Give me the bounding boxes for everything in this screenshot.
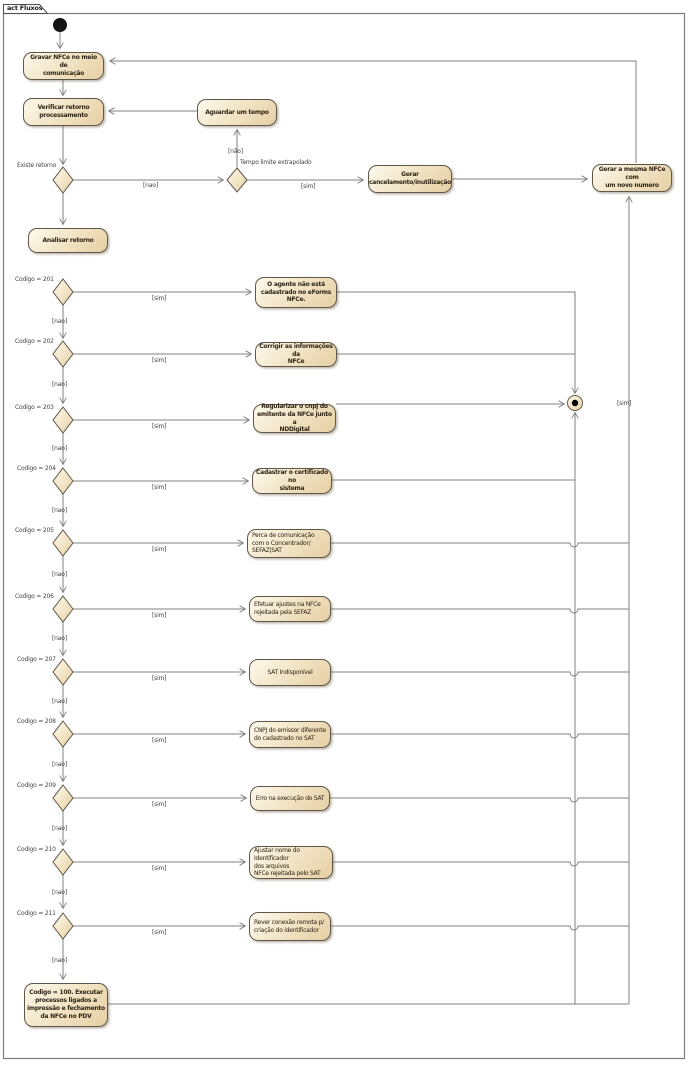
guard-label-nao-201: [nao] — [52, 318, 67, 325]
guard-label-code-210: Codigo = 210 — [17, 846, 56, 853]
guard-label-sim-203: [sim] — [152, 423, 167, 430]
guard-label-code-206: Codigo = 206 — [15, 593, 54, 600]
connector-group — [56, 32, 637, 1005]
connector-211-spine — [331, 925, 629, 931]
action-gerar-mesma-nfce[interactable]: Gerar a mesma NFCe com um novo numero — [592, 164, 672, 192]
connector-208-spine — [331, 733, 629, 739]
guard-label-code-205: Codigo = 205 — [15, 527, 54, 534]
decision-codigo-203[interactable] — [52, 406, 74, 434]
action-codigo-206[interactable]: Efetuar ajustes na NFCe rejeitada pela S… — [249, 596, 331, 622]
action-aguardar-tempo[interactable]: Aguardar um tempo — [197, 99, 277, 126]
guard-label-sim-209: [sim] — [152, 801, 167, 808]
action-gerar-cancelamento[interactable]: Gerar cancelamento/inutilização — [368, 165, 452, 193]
connector-206-spine — [331, 608, 629, 614]
diagram-frame-tab-label: act Fluxos — [7, 4, 43, 12]
guard-label-nao-204: [nao] — [52, 507, 67, 514]
action-codigo-211[interactable]: Rever conexão remota p/ criação do ident… — [249, 912, 331, 941]
connector-207-spine — [331, 671, 629, 677]
guard-label-sim-202: [sim] — [152, 357, 167, 364]
guard-label-existe-retorno: Existe retorno — [17, 162, 57, 169]
connector-209-spine — [330, 797, 629, 803]
guard-label-sim-205: [sim] — [152, 546, 167, 553]
guard-label-sim-207: [sim] — [152, 675, 167, 682]
action-codigo-204[interactable]: Cadastrar o certificado no sistema — [252, 468, 332, 494]
action-codigo-209[interactable]: Erro na execução do SAT — [250, 786, 330, 811]
guard-label-nao-206: [nao] — [52, 635, 67, 642]
guard-label-code-208: Codigo = 208 — [17, 718, 56, 725]
guard-label-nao-existe: [nao] — [143, 182, 158, 189]
guard-label-nao-203: [nao] — [52, 445, 67, 452]
decision-codigo-202[interactable] — [52, 340, 74, 368]
initial-node[interactable] — [53, 18, 67, 32]
decision-existe-retorno[interactable] — [52, 166, 74, 194]
decision-codigo-204[interactable] — [52, 467, 74, 495]
guard-label-nao-207: [nao] — [52, 698, 67, 705]
connector-205-spine — [331, 542, 629, 548]
guard-label-code-207: Codigo = 207 — [17, 656, 56, 663]
action-verificar-retorno[interactable]: Verificar retorno processamento — [23, 98, 104, 126]
action-codigo-205[interactable]: Perca de comunicação com o Concentrador/… — [247, 529, 331, 558]
action-codigo-210[interactable]: Ajustar nome do Identificador dos arquiv… — [249, 846, 333, 879]
guard-label-code-202: Codigo = 202 — [15, 338, 54, 345]
guard-label-code-209: Codigo = 209 — [17, 782, 56, 789]
action-codigo-202[interactable]: Corrigir as informações da NFCe — [255, 342, 337, 367]
guard-label-nao-205: [nao] — [52, 571, 67, 578]
guard-label-sim-204: [sim] — [152, 484, 167, 491]
guard-label-nao-211: [nao] — [52, 957, 67, 964]
connector-mesma-gravar-loop — [108, 57, 637, 163]
action-codigo-100[interactable]: Codigo = 100. Executar processos ligados… — [24, 983, 108, 1027]
guard-label-nao-202: [nao] — [52, 381, 67, 388]
action-codigo-203[interactable]: Regularizar o cnpj do emitente da NFCe j… — [253, 403, 336, 433]
decision-codigo-208[interactable] — [52, 720, 74, 748]
guard-label-nao-209: [nao] — [52, 825, 67, 832]
guard-label-sim-206: [sim] — [152, 612, 167, 619]
diagram-frame — [2, 12, 686, 1060]
guard-label-nao-tempo: [não] — [228, 148, 243, 155]
guard-label-code-203: Codigo = 203 — [15, 404, 54, 411]
activity-final-node[interactable] — [567, 395, 583, 411]
guard-label-code-211: Codigo = 211 — [17, 910, 56, 917]
guard-label-sim-210: [sim] — [152, 865, 167, 872]
decision-codigo-210[interactable] — [52, 848, 74, 876]
guard-label-sim-spine: [sim] — [617, 400, 632, 407]
decision-tempo-limite[interactable] — [226, 167, 248, 193]
guard-label-sim-201: [sim] — [152, 295, 167, 302]
action-codigo-207[interactable]: SAT Indisponível — [249, 659, 331, 686]
action-codigo-201[interactable]: O agente não está cadastrado no eForms N… — [255, 277, 337, 308]
decision-codigo-205[interactable] — [52, 529, 74, 557]
guard-label-sim-tempo: [sim] — [301, 183, 316, 190]
guard-label-code-201: Codigo = 201 — [15, 276, 54, 283]
guard-label-sim-208: [sim] — [152, 737, 167, 744]
guard-label-nao-210: [nao] — [52, 889, 67, 896]
guard-label-code-204: Codigo = 204 — [17, 465, 56, 472]
decision-codigo-206[interactable] — [52, 595, 74, 623]
decision-codigo-201[interactable] — [52, 278, 74, 306]
guard-label-sim-211: [sim] — [152, 929, 167, 936]
action-gravar-nfce[interactable]: Gravar NFCe no meio de comunicação — [23, 52, 104, 80]
action-codigo-208[interactable]: CNPJ do emissor diferente do cadastrado … — [249, 721, 331, 748]
connector-201-final — [337, 291, 579, 395]
action-analisar-retorno[interactable]: Analisar retorno — [28, 228, 108, 253]
decision-codigo-209[interactable] — [52, 784, 74, 812]
decision-codigo-211[interactable] — [52, 912, 74, 940]
connector-210-spine — [333, 861, 629, 867]
diagram-frame-tab — [3, 4, 49, 14]
decision-codigo-207[interactable] — [52, 658, 74, 686]
guard-label-nao-208: [nao] — [52, 761, 67, 768]
guard-label-tempo-limite: Tempo limite extrapolado — [240, 159, 312, 166]
